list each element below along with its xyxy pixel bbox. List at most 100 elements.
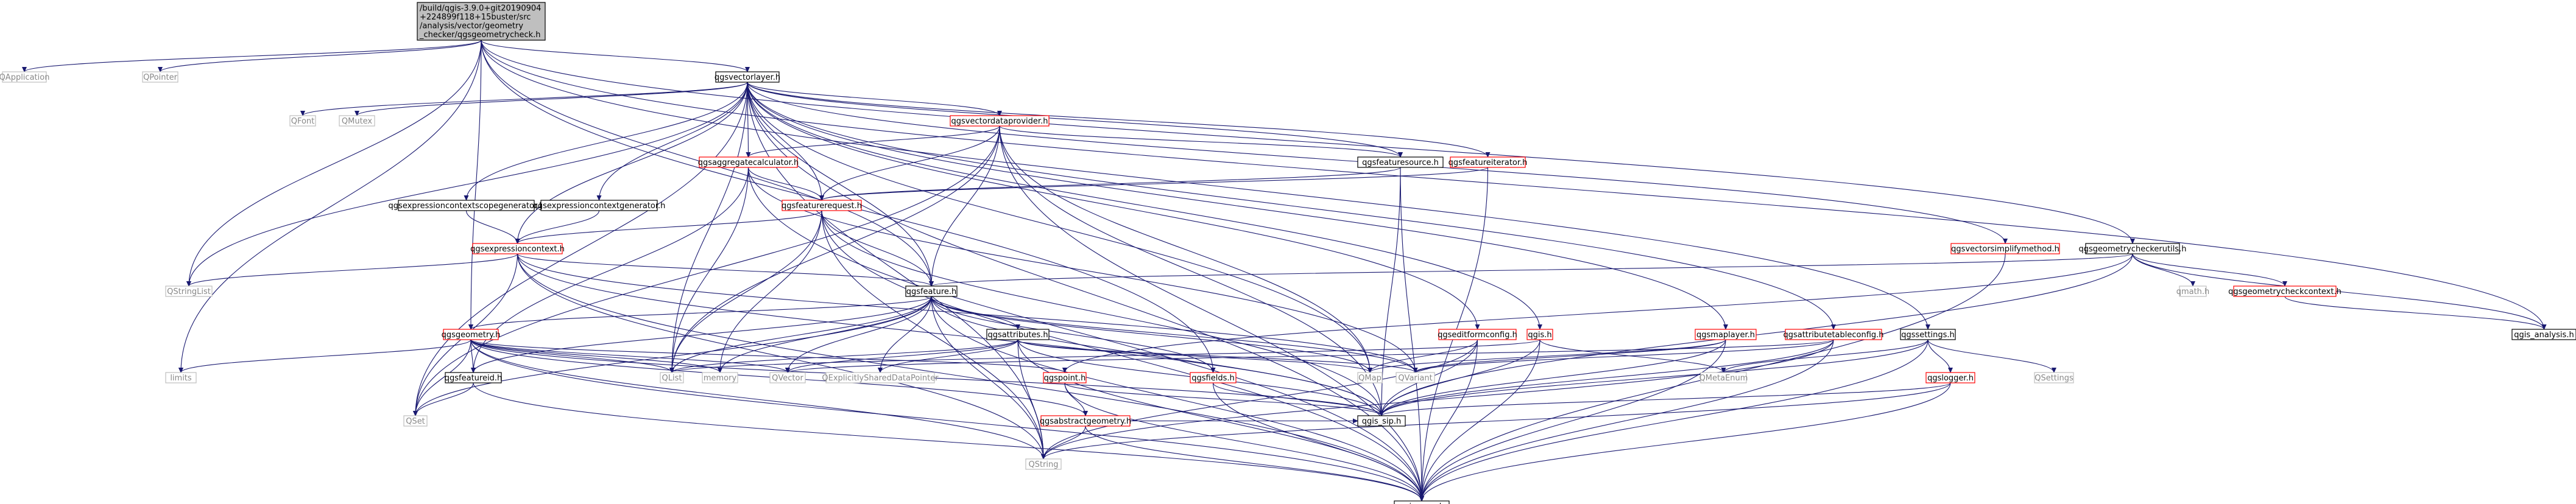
edge-qgsvectorlayer-to-qgsfeatureiterator (747, 82, 1491, 158)
edge-qgsattributes-to-qvector (785, 339, 1018, 373)
edge-line (747, 167, 1424, 502)
node-qgis-sip[interactable]: qgis_sip.h (1357, 415, 1406, 427)
node-qgsgeometry[interactable]: qgsgeometry.h (442, 329, 501, 340)
node-qgsattributetableconfig[interactable]: qgsattributetableconfig.h (1783, 329, 1884, 340)
edge-line (746, 125, 1000, 158)
edge-qgsattributes-to-qlist (669, 339, 1018, 373)
node-qexplicitlyshareddatapointer: QExplicitlySharedDataPointer (822, 372, 939, 383)
edge-qgsattributes-to-qexplicitlyshareddatapointer (878, 339, 1018, 373)
node-label: qgssettings.h (1901, 331, 1955, 340)
edge-line (785, 296, 932, 373)
node-qgslogger[interactable]: qgslogger.h (1925, 372, 1975, 383)
edge-line (22, 40, 482, 72)
edge-qgsgeometry-to-memory (470, 339, 722, 373)
edge-line (999, 125, 1372, 373)
edge-line (747, 82, 1046, 460)
node-box (1396, 372, 1435, 383)
edge-qgsattributetableconfig-to-qvariant (1413, 339, 1834, 373)
edge-line (669, 339, 1540, 373)
edge-line (819, 167, 1489, 201)
node-qgsgeometrycheckcontext[interactable]: qgsgeometrycheckcontext.h (2228, 285, 2341, 297)
node-qgsaggregatecalculator[interactable]: qgsaggregatecalculator.h (698, 156, 799, 168)
edge-line (186, 40, 482, 287)
edge-qgsaggregatecalculator-to-qlist (669, 167, 749, 373)
node-qgsattributes[interactable]: qgsattributes.h (986, 329, 1050, 340)
node-qgsfeature[interactable]: qgsfeature.h (905, 285, 958, 297)
node-qset: QSet (403, 415, 428, 427)
edge-line (1379, 253, 2133, 416)
node-qgsgeometrycheckerutils[interactable]: qgsgeometrycheckerutils.h (2079, 243, 2187, 254)
edge-line (1367, 339, 1478, 373)
edge-qgsvectorlayer-to-qgseditformconfig (747, 82, 1480, 330)
node-qgis-core[interactable]: qgis_core.h (1394, 500, 1450, 504)
edge-line (413, 82, 748, 416)
node-root[interactable]: /build/qgis-3.9.0+git20190904+224899f118… (417, 2, 546, 41)
node-qgspoint[interactable]: qgspoint.h (1043, 372, 1087, 383)
edge-qgsexpressioncontext-to-qgis-sip (517, 253, 1384, 416)
node-box (540, 200, 658, 211)
node-box (2085, 243, 2180, 254)
edge-qgsaggregatecalculator-to-qgis-core (747, 167, 1424, 502)
node-label: QExplicitlySharedDataPointer (822, 374, 939, 383)
edge-line (669, 210, 822, 373)
edge-line (747, 82, 1836, 330)
node-qgssettings[interactable]: qgssettings.h (1900, 329, 1956, 340)
edge-qgsvectordataprovider-to-qgsfeaturerequest (819, 125, 1000, 201)
edge-line (515, 82, 748, 244)
node-box (1900, 329, 1956, 340)
node-qgsfeaturesource[interactable]: qgsfeaturesource.h (1357, 156, 1444, 168)
edge-qgsgeometrycheckerutils-to-qgis-sip (1379, 253, 2133, 416)
node-qgsmaplayer[interactable]: qgsmaplayer.h (1695, 329, 1757, 340)
edge-qgsfeature-to-qset (413, 296, 932, 416)
node-qlist: QList (660, 372, 684, 383)
edge-line (747, 82, 1728, 330)
edge-line (1367, 339, 1726, 373)
node-qgsexpressioncontextscopegenerator[interactable]: qgsexpressioncontextscopegenerator.h (389, 200, 545, 211)
edge-qgsfeaturesource-to-qgis-core (1400, 167, 1424, 502)
node-qgsfeatureid[interactable]: qgsfeatureid.h (445, 372, 502, 383)
edge-line (747, 82, 824, 201)
edge-qgsgeometry-to-qgspoint (470, 339, 1067, 373)
node-qgsvectorlayer[interactable]: qgsvectorlayer.h (715, 71, 780, 83)
node-qgsexpressioncontextgenerator[interactable]: qgsexpressioncontextgenerator.h (533, 200, 666, 211)
node-qgs-analysis[interactable]: qgis_analysis.h (2511, 329, 2576, 340)
edge-qgslogger-to-qgis-sip (1379, 382, 1951, 416)
edge-qgsgeometrycheckerutils-to-qgsgeometrycheckcontext (2132, 253, 2287, 287)
node-box (950, 115, 1050, 127)
edge-qgsvectorlayer-to-qset (413, 82, 748, 416)
edge-qgssettings-to-qmetaenum (1721, 339, 1928, 373)
node-qgsvectordataprovider[interactable]: qgsvectordataprovider.h (950, 115, 1050, 127)
edge-line (1041, 425, 1086, 460)
edge-line (1927, 339, 1953, 373)
node-box (2233, 285, 2337, 297)
node-qgsvectorsimplifymethod[interactable]: qgsvectorsimplifymethod.h (1950, 243, 2060, 254)
node-qgsabstractgeometry[interactable]: qgsabstractgeometry.h (1040, 415, 1131, 427)
edge-qgsabstractgeometry-to-qgis-core (1085, 425, 1424, 502)
node-box (769, 372, 806, 383)
node-qgsfeaturerequest[interactable]: qgsfeaturerequest.h (782, 200, 862, 211)
edge-line (931, 296, 1424, 502)
edge-line (821, 210, 1384, 416)
node-qgseditformconfig[interactable]: qgseditformconfig.h (1438, 329, 1517, 340)
node-qmath: qmath.h (2176, 285, 2210, 297)
node-qgis[interactable]: qgis.h (1526, 329, 1553, 340)
edge-qgsfeatureiterator-to-qgsfeaturerequest (819, 167, 1489, 201)
node-qgsfeatureiterator[interactable]: qgsfeatureiterator.h (1449, 156, 1528, 168)
node-label: qmath.h (2176, 287, 2210, 296)
edge-line (481, 40, 1930, 330)
edge-root-to-qgsgeometrycheckerutils (481, 40, 2135, 244)
node-label: qgsfeaturerequest.h (782, 201, 862, 211)
node-box (1695, 329, 1757, 340)
node-qgsexpressioncontext[interactable]: qgsexpressioncontext.h (470, 243, 565, 254)
edge-line (468, 296, 932, 330)
node-qgsfields[interactable]: qgsfields.h (1190, 372, 1237, 383)
node-label: qgsabstractgeometry.h (1040, 417, 1131, 426)
node-label: qgis_analysis.h (2514, 331, 2574, 340)
edge-qgsvectorlayer-to-qgsexpressioncontextscopegenerator (464, 82, 748, 201)
edge-qgsmaplayer-to-qmap (1367, 339, 1726, 373)
node-box (289, 115, 316, 127)
node-box (782, 200, 862, 211)
node-label: QFont (291, 117, 315, 126)
edge-qgsabstractgeometry-to-qstring (1041, 425, 1086, 460)
edge-qgsvectordataprovider-to-qmap (999, 125, 1372, 373)
